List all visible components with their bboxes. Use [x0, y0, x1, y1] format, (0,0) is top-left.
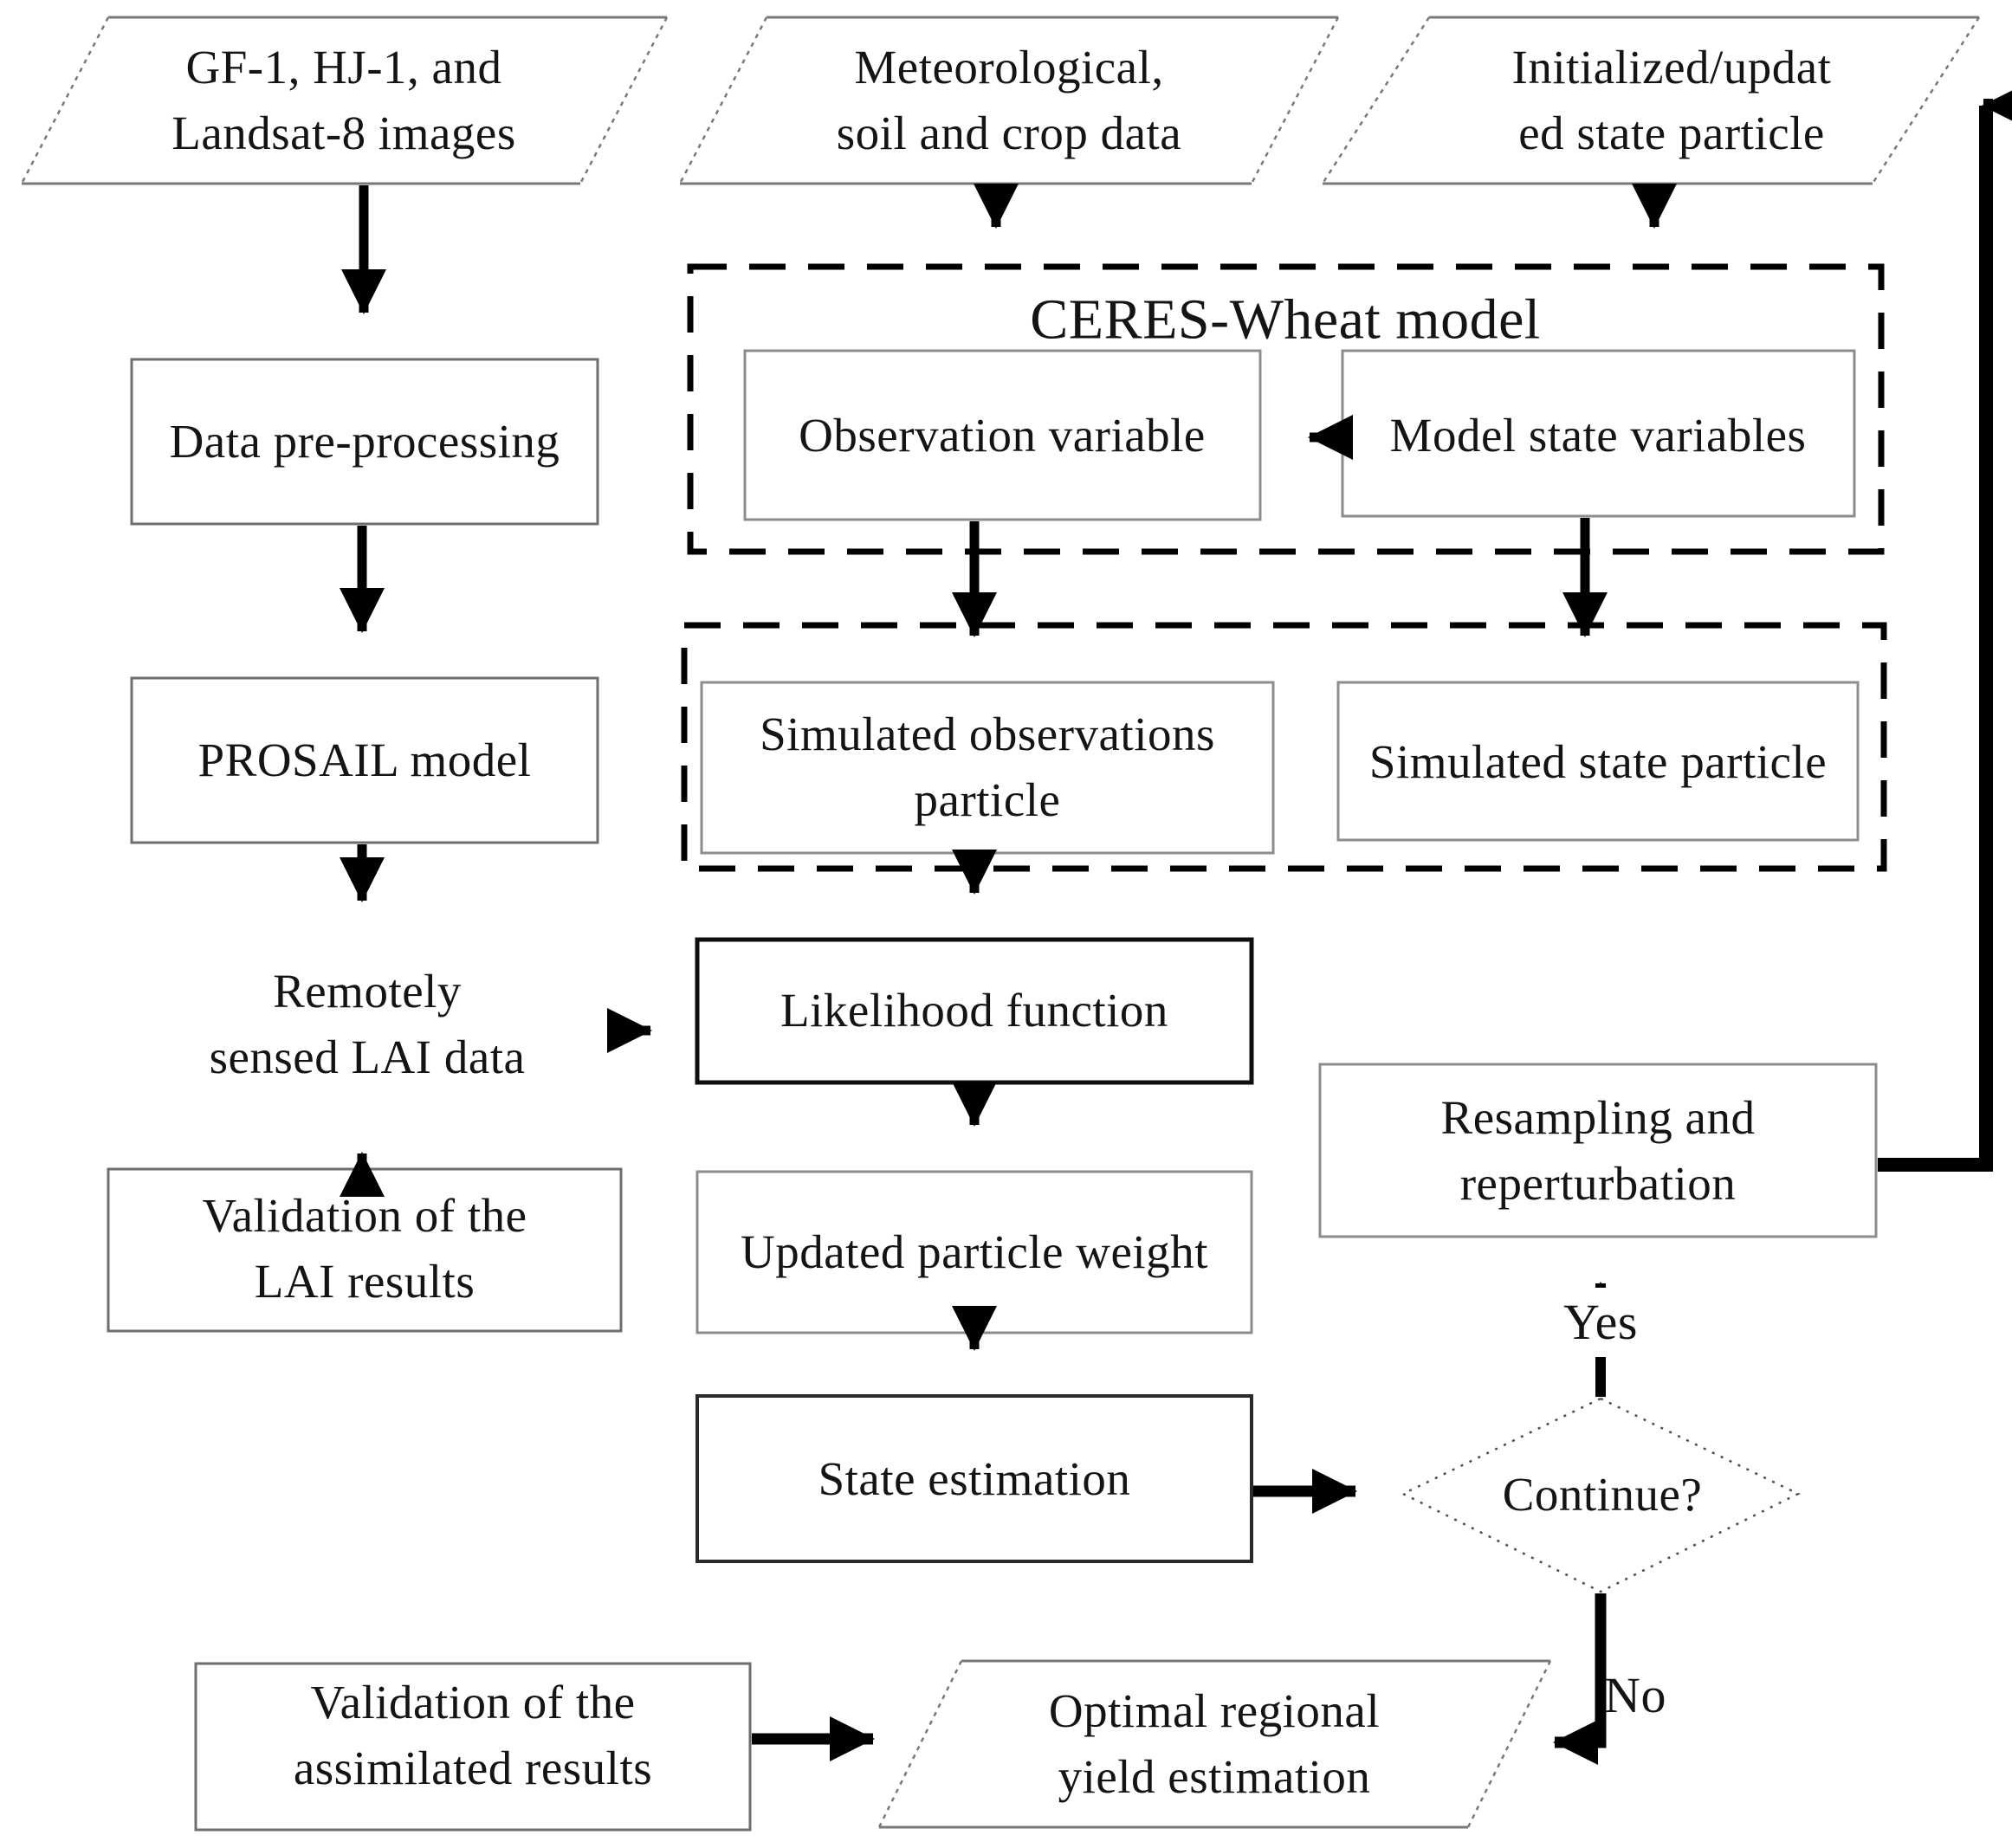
observation-variable-label: Observation variable [799, 409, 1206, 462]
optimal-yield-label: Optimal regional yield estimation [1048, 1684, 1381, 1803]
source-images-label: GF-1, HJ-1, and Landsat-8 images [171, 41, 516, 159]
arrow-continue-no-to-optimal [1553, 1593, 1607, 1765]
yes-branch-label: Yes [1555, 1287, 1646, 1358]
simulated-state-particle-shape [1336, 681, 1860, 842]
resampling-reperturbation-shape [1318, 1063, 1878, 1238]
validation-lai-label: Validation of the LAI results [202, 1189, 527, 1308]
prosail-model-label: PROSAIL model [197, 733, 532, 787]
validation-assimilated-label: Validation of the assimilated results [293, 1676, 653, 1794]
simulated-state-particle-label: Simulated state particle [1368, 735, 1828, 789]
ceres-wheat-model-title: CERES-Wheat model [1030, 288, 1541, 352]
likelihood-function-label: Likelihood function [780, 984, 1168, 1037]
likelihood-function-shape [695, 937, 1254, 1085]
arrow-resampling-feedback-to-initparticle [1878, 83, 2012, 1172]
weather-soil-crop-label: Meteorological, soil and crop data [836, 41, 1182, 159]
validation-assimilated-shape [194, 1662, 752, 1832]
prosail-model-shape [130, 676, 599, 844]
state-estimation-shape [695, 1394, 1253, 1563]
weather-soil-crop-shape [678, 16, 1340, 185]
source-images-shape [20, 16, 669, 185]
observation-variable-shape [743, 349, 1262, 521]
model-state-variables-shape [1341, 349, 1856, 518]
no-branch-label: No [1604, 1666, 1666, 1723]
updated-particle-weight-label: Updated particle weight [741, 1225, 1208, 1279]
remotely-sensed-lai-label: Remotely sensed LAI data [209, 965, 526, 1083]
initialized-state-particle-shape [1321, 16, 1981, 185]
model-state-variables-label: Model state variables [1389, 409, 1807, 462]
resampling-reperturbation-label: Resampling and reperturbation [1440, 1091, 1756, 1210]
initialized-state-particle-label: Initialized/updat ed state particle [1511, 41, 1832, 159]
continue-decision-label: Continue? [1502, 1468, 1703, 1522]
data-preprocessing-label: Data pre-processing [169, 415, 560, 468]
optimal-yield-shape [877, 1659, 1552, 1829]
continue-decision-shape [1401, 1397, 1801, 1593]
simulated-observations-particle-shape [700, 681, 1275, 855]
data-preprocessing-shape [130, 358, 599, 526]
state-estimation-label: State estimation [818, 1452, 1131, 1506]
simulated-observations-particle-label: Simulated observations particle [760, 708, 1215, 826]
